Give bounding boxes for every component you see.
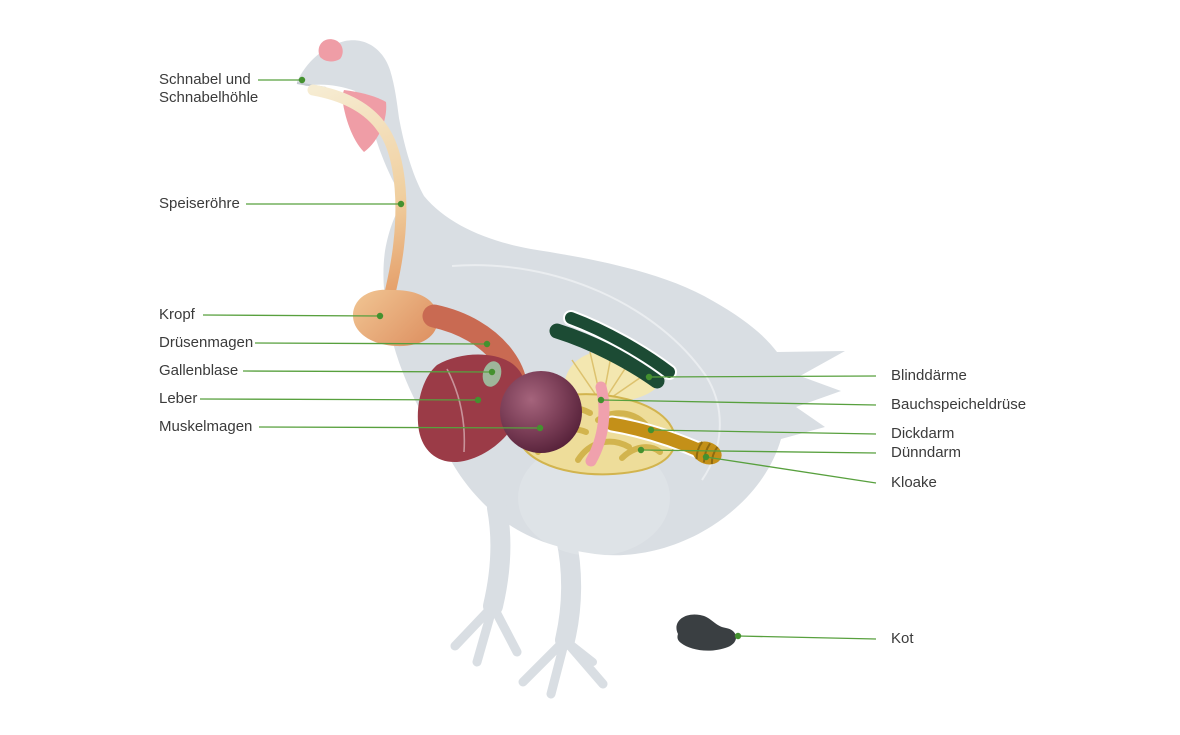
leader-dots: [298, 76, 742, 640]
label-duenndarm: Dünndarm: [891, 444, 962, 461]
label-dickdarm: Dickdarm: [891, 425, 955, 442]
label-muskelmagen: Muskelmagen: [159, 418, 253, 435]
label-blinddaerme: Blinddärme: [891, 367, 967, 384]
crop-shape: [352, 289, 439, 347]
comb-shape: [318, 39, 343, 62]
wing-outline: [451, 264, 721, 481]
label-leber: Leber: [159, 390, 198, 407]
leader-lines: [199, 79, 877, 640]
esophagus-shape: [307, 84, 407, 299]
gizzard-shape: [500, 371, 582, 453]
label-speiseroehre: Speiseröhre: [159, 195, 240, 212]
droppings-shape: [676, 614, 737, 651]
label-kloake: Kloake: [891, 474, 937, 491]
liver-shape: [417, 354, 526, 463]
label-kot: Kot: [891, 630, 914, 647]
label-bauchspeicheldruese: Bauchspeicheldrüse: [891, 396, 1027, 413]
label-schnabel: Schnabel und Schnabelhöhle: [159, 71, 259, 106]
pancreas-shape: [585, 381, 610, 467]
label-gallenblase: Gallenblase: [159, 362, 239, 379]
label-kropf: Kropf: [159, 306, 195, 323]
label-druesenmagen: Drüsenmagen: [159, 334, 254, 351]
legs: [450, 498, 608, 699]
